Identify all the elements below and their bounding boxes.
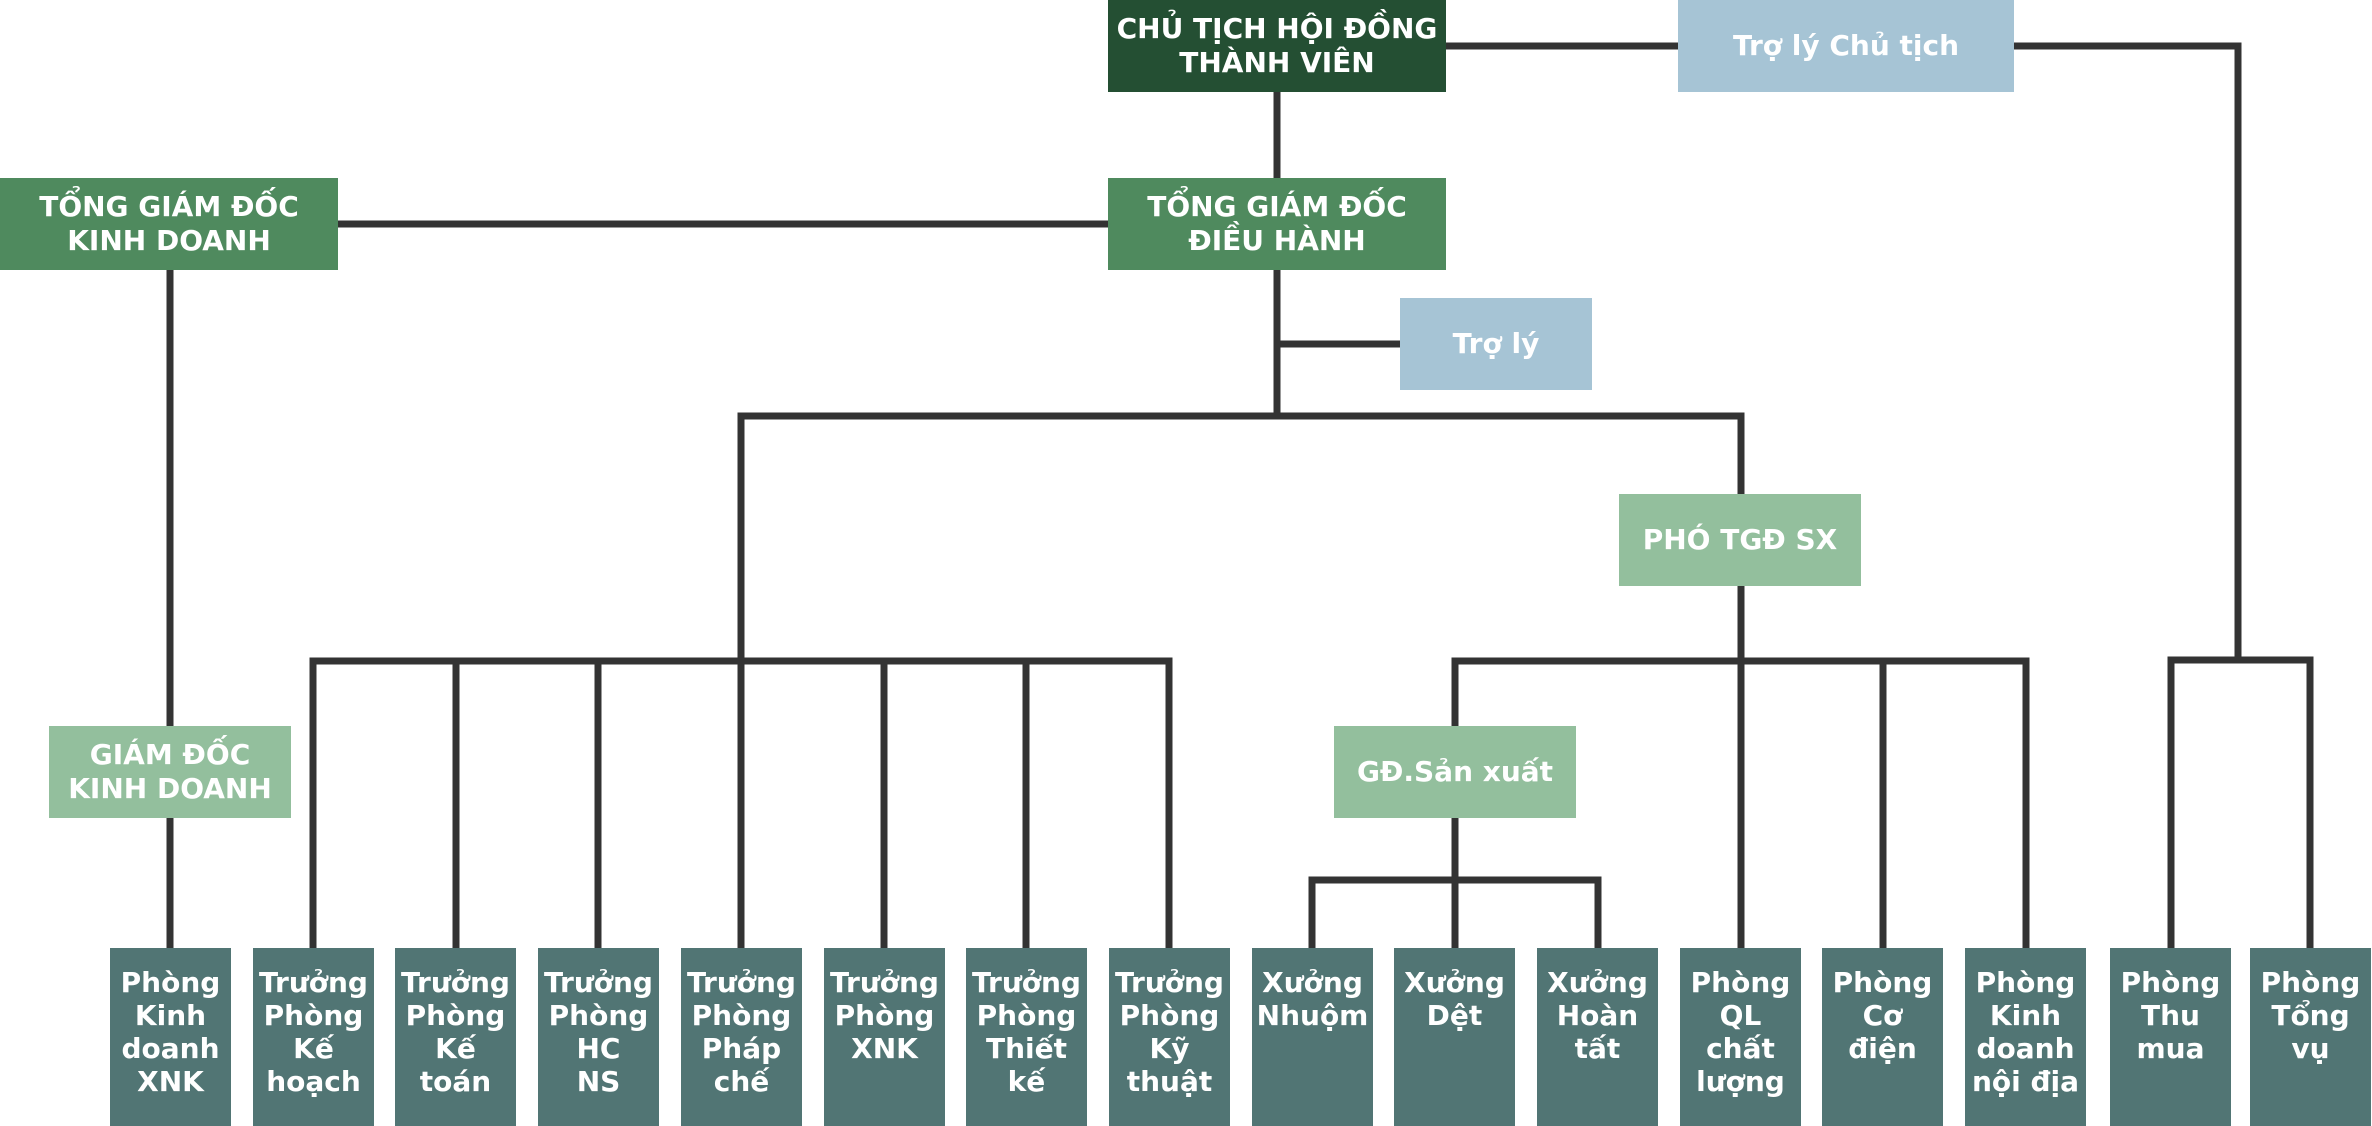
department-box: Phòng Cơ điện: [1822, 948, 1943, 1126]
department-box: Phòng QL chất lượng: [1680, 948, 1801, 1126]
department-box: Trưởng Phòng Thiết kế: [966, 948, 1087, 1126]
business-director-label: GIÁM ĐỐC KINH DOANH: [68, 738, 272, 805]
department-label: Phòng Thu mua: [2120, 966, 2221, 1065]
department-label: Xưởng Dệt: [1404, 966, 1505, 1032]
department-box: Xưởng Nhuộm: [1252, 948, 1373, 1126]
department-box: Trưởng Phòng Kế toán: [395, 948, 516, 1126]
department-box: Trưởng Phòng Kế hoạch: [253, 948, 374, 1126]
ceo-business-box: TỔNG GIÁM ĐỐC KINH DOANH: [0, 178, 338, 270]
department-label: Trưởng Phòng Pháp chế: [687, 966, 796, 1098]
production-director-label: GĐ.Sản xuất: [1356, 755, 1554, 788]
department-box: Phòng Tổng vụ: [2250, 948, 2371, 1126]
deputy-ceo-production-box: PHÓ TGĐ SX: [1619, 494, 1861, 586]
connector-assistant-right-branch: [2010, 42, 2242, 664]
department-label: Trưởng Phòng Kỹ thuật: [1115, 966, 1224, 1098]
department-label: Trưởng Phòng Kế hoạch: [259, 966, 368, 1098]
department-label: Phòng Kinh doanh XNK: [120, 966, 221, 1098]
department-label: Phòng Tổng vụ: [2260, 966, 2361, 1065]
department-label: Trưởng Phòng HC NS: [544, 966, 653, 1098]
department-box: Phòng Kinh doanh XNK: [110, 948, 231, 1126]
department-box: Trưởng Phòng Kỹ thuật: [1109, 948, 1230, 1126]
assistant-box: Trợ lý: [1400, 298, 1592, 390]
department-box: Phòng Kinh doanh nội địa: [1965, 948, 2086, 1126]
business-director-box: GIÁM ĐỐC KINH DOANH: [49, 726, 291, 818]
department-box: Xưởng Hoàn tất: [1537, 948, 1658, 1126]
department-label: Phòng Cơ điện: [1832, 966, 1933, 1065]
department-box: Xưởng Dệt: [1394, 948, 1515, 1126]
department-label: Trưởng Phòng Thiết kế: [972, 966, 1081, 1098]
deputy-ceo-production-label: PHÓ TGĐ SX: [1642, 523, 1838, 556]
department-label: Phòng QL chất lượng: [1690, 966, 1791, 1098]
ceo-executive-label: TỔNG GIÁM ĐỐC ĐIỀU HÀNH: [1147, 190, 1407, 257]
assistant-label: Trợ lý: [1452, 327, 1540, 360]
department-box: Phòng Thu mua: [2110, 948, 2231, 1126]
production-director-box: GĐ.Sản xuất: [1334, 726, 1576, 818]
department-box: Trưởng Phòng XNK: [824, 948, 945, 1126]
ceo-executive-box: TỔNG GIÁM ĐỐC ĐIỀU HÀNH: [1108, 178, 1446, 270]
chairman-assistant-box: Trợ lý Chủ tịch: [1678, 0, 2014, 92]
department-label: Xưởng Hoàn tất: [1547, 966, 1648, 1065]
department-label: Trưởng Phòng Kế toán: [401, 966, 510, 1098]
chairman-assistant-label: Trợ lý Chủ tịch: [1732, 29, 1960, 62]
ceo-business-label: TỔNG GIÁM ĐỐC KINH DOANH: [39, 190, 299, 257]
department-box: Trưởng Phòng Pháp chế: [681, 948, 802, 1126]
chairman-box: CHỦ TỊCH HỘI ĐỒNG THÀNH VIÊN: [1108, 0, 1446, 92]
department-box: Trưởng Phòng HC NS: [538, 948, 659, 1126]
chairman-label: CHỦ TỊCH HỘI ĐỒNG THÀNH VIÊN: [1116, 12, 1438, 79]
department-label: Trưởng Phòng XNK: [830, 966, 939, 1065]
department-label: Xưởng Nhuộm: [1256, 966, 1369, 1032]
department-label: Phòng Kinh doanh nội địa: [1971, 966, 2080, 1098]
